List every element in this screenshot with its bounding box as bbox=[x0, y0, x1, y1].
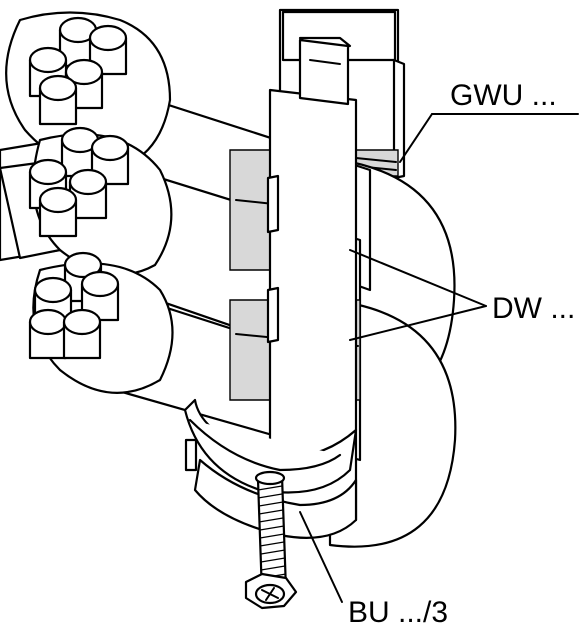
label-dw: DW ... bbox=[492, 292, 575, 325]
cable-bundle-upper bbox=[5, 11, 372, 292]
conductor-group-middle bbox=[28, 126, 130, 238]
leader-gwu bbox=[399, 113, 433, 163]
conductor-group-lower bbox=[28, 251, 120, 360]
leader-dw-lower bbox=[349, 305, 487, 341]
conductor-group-upper bbox=[28, 16, 128, 126]
label-gwu: GWU ... bbox=[450, 79, 557, 112]
leader-bu bbox=[299, 511, 343, 603]
screw-thread bbox=[257, 485, 287, 579]
screw bbox=[244, 470, 298, 610]
label-bu: BU .../3 bbox=[348, 596, 448, 626]
leader-dw-upper bbox=[349, 249, 487, 307]
leader-lines bbox=[299, 113, 579, 603]
